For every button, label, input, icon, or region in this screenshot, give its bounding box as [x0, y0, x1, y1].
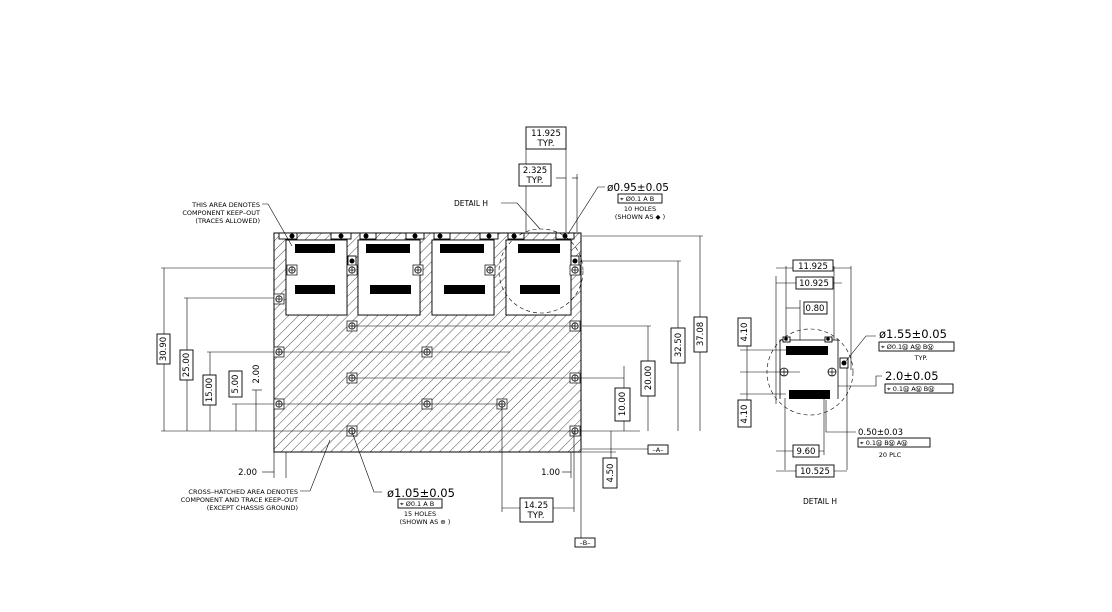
dim-left-2-00: 2.00: [252, 365, 262, 384]
detail-hole-small-diameter: 2.0±0.05: [885, 369, 939, 383]
connector-2: [357, 239, 421, 316]
main-view: 11.925 TYP. 2.325 TYP. DETAIL H ø0.95±0.…: [156, 126, 708, 548]
datum-a-box: [647, 444, 669, 455]
dim-mid-typ-note: TYP.: [526, 176, 544, 186]
dim-bottom-typ-value: 14.25: [524, 501, 548, 511]
detail-dim-top-11-925: 11.925: [798, 262, 828, 272]
detail-dim-left-top: 4.10: [740, 323, 750, 342]
mounting-hole: [346, 264, 358, 276]
detail-hole-large-diameter: ø1.55±0.05: [879, 327, 947, 341]
detail-view: 11.925 10.925 0.80 4.10 4.10 9.60 10.525…: [737, 259, 955, 506]
right-dimensions: 37.08 32.50 20.00 10.00 4.50 –A–: [582, 235, 708, 489]
datum-b-box: [574, 537, 596, 548]
dim-bottom-right: 1.00: [541, 468, 560, 478]
datum-b: –B–: [580, 539, 591, 547]
detail-pad-note: 20 PLC: [879, 451, 902, 459]
detail-title: DETAIL H: [803, 497, 837, 506]
keepout-note-line-3: (TRACES ALLOWED): [195, 217, 260, 225]
detail-dim-bottom-9-60: 9.60: [797, 447, 816, 457]
mounting-hole: [569, 264, 581, 276]
connector-4: [505, 239, 572, 316]
left-dimensions: 30.90 25.00 15.00 5.00 2.00: [156, 267, 274, 431]
mounting-hole: [484, 264, 496, 276]
dim-top-typ-box: [525, 126, 567, 150]
hatch-note-line-2: COMPONENT AND TRACE KEEP–OUT: [181, 496, 298, 504]
detail-pad-width: 0.50±0.03: [858, 428, 903, 438]
hole-top-count: 10 HOLES: [624, 205, 656, 213]
keepout-note-line-2: COMPONENT KEEP–OUT: [182, 209, 260, 217]
dim-left-30-90: 30.90: [159, 337, 169, 361]
hatch-note-line-1: CROSS–HATCHED AREA DENOTES: [188, 488, 298, 496]
dim-left-15-00: 15.00: [205, 378, 215, 402]
datum-a: –A–: [653, 446, 664, 454]
dim-right-32-50: 32.50: [674, 333, 684, 357]
dim-right-37-08: 37.08: [696, 322, 706, 346]
dim-right-4-50: 4.50: [606, 464, 616, 483]
dim-top-typ-value: 11.925: [531, 129, 561, 139]
dim-right-10-00: 10.00: [618, 392, 628, 416]
dim-left-25-00: 25.00: [182, 353, 192, 377]
dim-mid-typ-box: [518, 163, 552, 187]
mounting-hole: [412, 264, 424, 276]
hole-bottom-shown-as: (SHOWN AS ⊕ ): [400, 518, 451, 526]
mounting-hole: [286, 264, 298, 276]
dim-right-20-00: 20.00: [644, 366, 654, 390]
connector-3: [431, 239, 495, 316]
detail-hole-large-fcf: ⌖ Ø0.1Ⓜ AⓂ BⓂ: [881, 343, 933, 351]
detail-dim-top-10-925: 10.925: [799, 279, 829, 289]
detail-mounting-hole: [827, 367, 837, 377]
mounting-hole: [273, 293, 285, 305]
hole-bottom-diameter: ø1.05±0.05: [387, 486, 455, 500]
detail-hole-large-note: TYP.: [914, 354, 928, 362]
hole-top-diameter: ø0.95±0.05: [607, 182, 669, 194]
top-diamond-holes: [278, 232, 580, 267]
dim-bottom-left: 2.00: [238, 468, 257, 478]
hole-bottom-fcf: ⌖ Ø0.1 A B: [400, 500, 434, 508]
detail-pad-fcf: ⌖ 0.1Ⓜ BⓂ AⓂ: [860, 439, 907, 447]
keepout-note-line-1: THIS AREA DENOTES: [191, 201, 260, 209]
connector-1: [285, 239, 348, 316]
detail-dim-left-bottom: 4.10: [740, 405, 750, 424]
dim-bottom-typ-note: TYP.: [527, 511, 545, 521]
detail-label: DETAIL H: [454, 199, 488, 208]
hole-bottom-count: 15 HOLES: [404, 510, 436, 518]
detail-dim-bottom-10-525: 10.525: [800, 467, 830, 477]
detail-hole-small-fcf: ⌖ 0.1Ⓜ AⓂ BⓂ: [887, 385, 934, 393]
hatch-note-line-3: (EXCEPT CHASSIS GROUND): [207, 504, 298, 512]
dim-top-typ-note: TYP.: [537, 139, 555, 149]
hole-top-fcf: ⌖ Ø0.1 A B: [620, 195, 654, 203]
detail-dim-top-0-80: 0.80: [806, 304, 825, 314]
detail-h-circle: [498, 228, 584, 314]
dim-mid-typ-value: 2.325: [523, 166, 547, 176]
hole-top-shown-as: (SHOWN AS ◆ ): [615, 213, 665, 221]
dim-left-5-00: 5.00: [231, 375, 241, 394]
bottom-dimensions: 2.00 1.00 14.25 TYP. –B–: [238, 404, 596, 548]
